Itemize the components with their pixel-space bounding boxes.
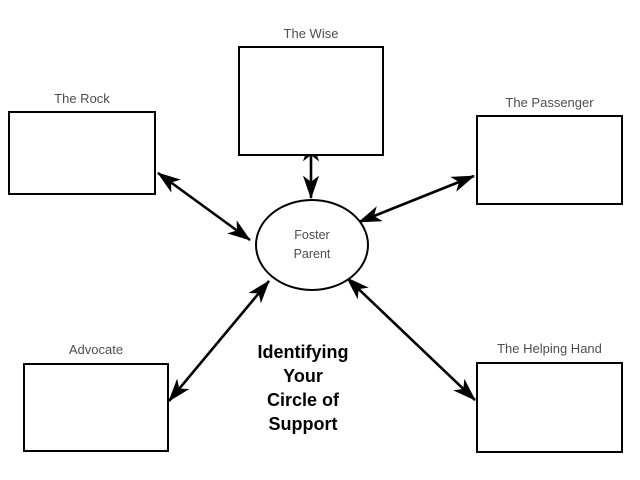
diagram-title: Identifying Your Circle of Support bbox=[228, 340, 378, 436]
diagram-title-line-4: Support bbox=[268, 414, 338, 434]
node-rock-box[interactable] bbox=[8, 111, 156, 195]
diagram-title-line-1: Identifying bbox=[257, 342, 349, 362]
diagram-title-line-2: Your bbox=[283, 366, 323, 386]
node-passenger-label: The Passenger bbox=[505, 95, 594, 110]
node-wise-label: The Wise bbox=[283, 26, 339, 41]
node-foster-parent[interactable]: Foster Parent bbox=[255, 199, 369, 291]
node-passenger-box[interactable] bbox=[476, 115, 623, 205]
node-foster-parent-line2: Parent bbox=[293, 247, 331, 261]
node-rock-label: The Rock bbox=[54, 91, 110, 106]
diagram-title-line-3: Circle of bbox=[266, 390, 340, 410]
connector-foster-parent-to-passenger bbox=[358, 174, 475, 224]
node-advocate-label: Advocate bbox=[68, 342, 124, 357]
node-foster-parent-line1: Foster bbox=[294, 228, 330, 242]
node-wise-box[interactable] bbox=[238, 46, 384, 156]
node-helping-hand-box[interactable] bbox=[476, 362, 623, 453]
connector-foster-parent-to-rock bbox=[157, 171, 251, 242]
node-advocate-box[interactable] bbox=[23, 363, 169, 452]
node-helping-hand-label: The Helping Hand bbox=[497, 341, 602, 356]
